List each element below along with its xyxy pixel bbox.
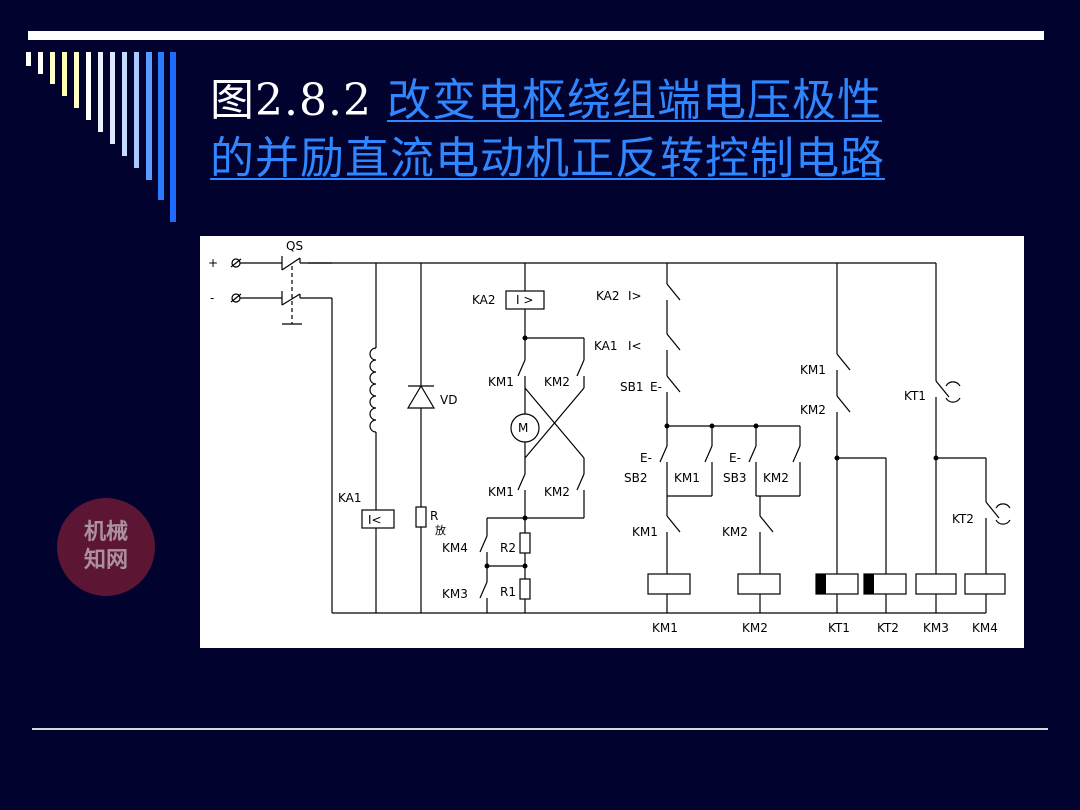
label-e3: E-: [729, 451, 741, 465]
label-km1-a: KM1: [488, 375, 514, 389]
slide-title: 图2.8.2 改变电枢绕组端电压极性 的并励直流电动机正反转控制电路: [210, 72, 1030, 188]
title-link-line1[interactable]: 改变电枢绕组端电压极性: [386, 75, 882, 126]
label-sb1: SB1: [620, 380, 643, 394]
label-sb2: SB2: [624, 471, 647, 485]
label-r2: R2: [500, 541, 516, 555]
label-ka1-contact: KA1: [594, 339, 618, 353]
label-coil-kt2: KT2: [877, 621, 899, 635]
circuit-diagram: + - QS KA1 I< VD R 放 KA2 I > KM1 KM2 M K…: [200, 236, 1024, 648]
watermark-line1: 机械: [83, 520, 128, 545]
label-e1: E-: [650, 380, 662, 394]
label-km2-b: KM2: [544, 485, 570, 499]
label-ka2-contact: KA2: [596, 289, 620, 303]
circuit-svg: + - QS KA1 I< VD R 放 KA2 I > KM1 KM2 M K…: [208, 239, 1011, 635]
label-coil-km2: KM2: [742, 621, 768, 635]
label-km2-hold: KM2: [763, 471, 789, 485]
label-km2-a: KM2: [544, 375, 570, 389]
label-kt2-contact: KT2: [952, 512, 974, 526]
label-ka1-coil: I<: [368, 513, 382, 527]
top-rule: [28, 31, 1044, 40]
label-coil-km4: KM4: [972, 621, 998, 635]
label-ka2-sym: I>: [628, 289, 642, 303]
label-fang: 放: [435, 523, 446, 537]
label-sb3: SB3: [723, 471, 746, 485]
label-km2-right: KM2: [800, 403, 826, 417]
label-r-fang: R: [430, 509, 438, 523]
label-e2: E-: [640, 451, 652, 465]
label-qs: QS: [286, 239, 303, 253]
label-coil-kt1: KT1: [828, 621, 850, 635]
label-coil-km1: KM1: [652, 621, 678, 635]
label-plus: +: [208, 256, 218, 270]
bottom-rule: [32, 728, 1048, 730]
label-motor: M: [518, 421, 528, 435]
label-km3: KM3: [442, 587, 468, 601]
watermark-line2: 知网: [83, 548, 128, 573]
label-minus: -: [210, 291, 214, 305]
label-km4: KM4: [442, 541, 468, 555]
label-r1: R1: [500, 585, 516, 599]
label-vd: VD: [440, 393, 457, 407]
label-km1-b: KM1: [488, 485, 514, 499]
watermark-logo: 机械 知网: [57, 498, 155, 596]
label-ka2-coil: I >: [516, 293, 533, 307]
label-ka1-sym: I<: [628, 339, 642, 353]
label-coil-km3: KM3: [923, 621, 949, 635]
label-km1-hold: KM1: [674, 471, 700, 485]
label-kt1-contact: KT1: [904, 389, 926, 403]
label-ka1: KA1: [338, 491, 362, 505]
title-link-line2[interactable]: 的并励直流电动机正反转控制电路: [210, 133, 885, 184]
label-ka2: KA2: [472, 293, 496, 307]
label-km1-interlock: KM1: [632, 525, 658, 539]
title-number: 图2.8.2: [210, 75, 387, 126]
decorative-stripes: [26, 52, 176, 222]
label-km2-interlock: KM2: [722, 525, 748, 539]
label-km1-right: KM1: [800, 363, 826, 377]
